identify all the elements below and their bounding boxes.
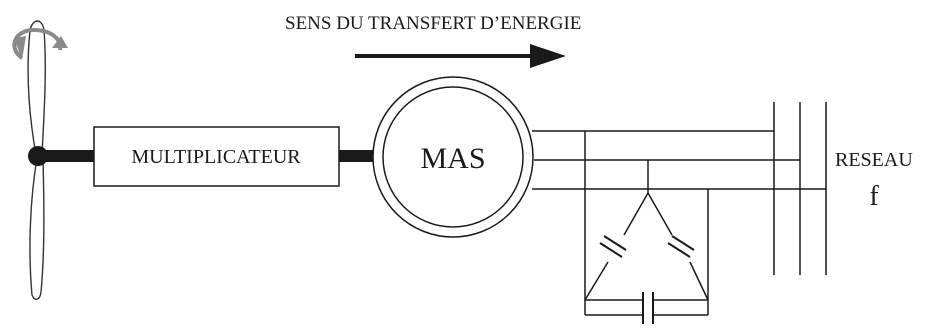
gearbox-box xyxy=(93,126,340,187)
grid-busbars xyxy=(773,102,827,275)
generator-label: MAS xyxy=(420,142,485,175)
rotation-arrow-icon xyxy=(12,27,68,60)
capacitor-bank xyxy=(584,131,709,316)
grid-label: RESEAU xyxy=(835,149,913,171)
low-speed-shaft xyxy=(46,150,94,162)
frequency-label: f xyxy=(869,181,879,212)
generator-symbol xyxy=(372,76,534,238)
energy-flow-arrow-icon xyxy=(355,44,566,68)
capacitor-icon xyxy=(599,235,695,324)
three-phase-lines xyxy=(532,130,826,190)
high-speed-shaft xyxy=(339,150,376,162)
wind-turbine-icon xyxy=(27,20,48,300)
gearbox-label: MULTIPLICATEUR xyxy=(131,146,301,168)
energy-flow-label: SENS DU TRANSFERT D’ENERGIE xyxy=(285,13,581,34)
